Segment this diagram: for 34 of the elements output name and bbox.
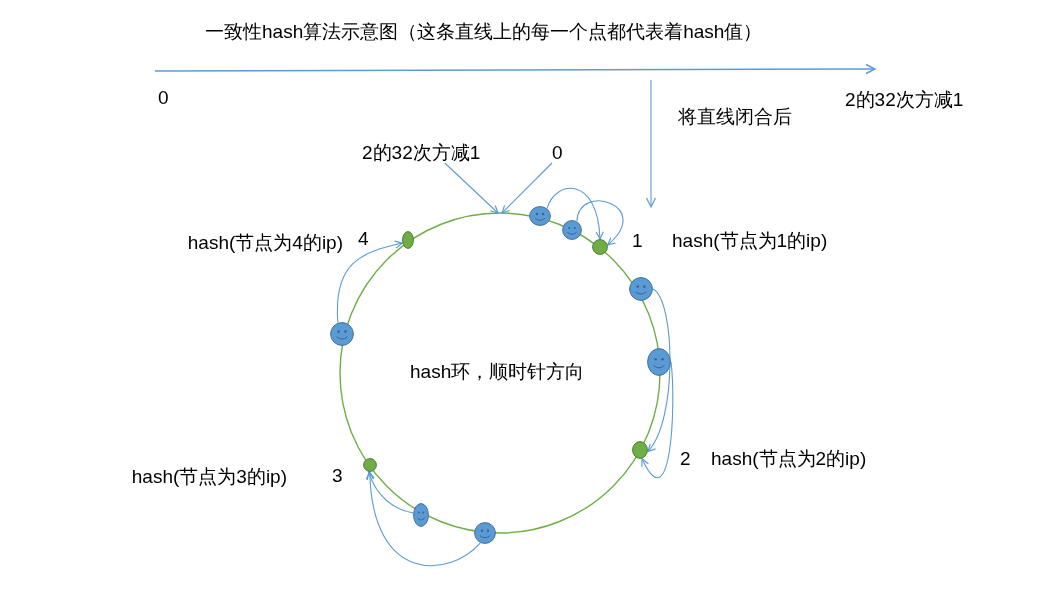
curved-arrow — [546, 187, 604, 240]
node-number: 2 — [680, 449, 691, 469]
pointer-arrow — [444, 162, 499, 214]
curved-arrow — [367, 471, 414, 514]
curved-arrow — [576, 200, 624, 246]
curved-arrow — [647, 288, 671, 453]
axis-label: 2的32次方减1 — [845, 90, 964, 110]
node-caption: hash(节点为1的ip) — [672, 231, 828, 251]
node-caption: hash(节点为4的ip) — [187, 233, 343, 253]
diagram-title: 一致性hash算法示意图（这条直线上的每一个点都代表着hash值） — [205, 22, 763, 42]
pointer-label: 2的32次方减1 — [362, 143, 481, 163]
pointer-arrow — [501, 162, 553, 214]
node-number: 3 — [332, 466, 343, 486]
node-number: 1 — [632, 231, 643, 251]
node-caption: hash(节点为3的ip) — [131, 467, 287, 487]
smiley-face-icon — [330, 322, 354, 346]
node-number: 4 — [358, 229, 369, 249]
smiley-face-icon — [413, 503, 429, 527]
smiley-face-icon — [562, 220, 582, 240]
annotation-text: 将直线闭合后 — [678, 107, 792, 127]
node-caption: hash(节点为2的ip) — [711, 449, 867, 469]
smiley-face-icon — [629, 277, 653, 301]
smiley-face-icon — [529, 206, 551, 226]
smiley-face-icon — [474, 522, 496, 544]
node-dot-icon — [363, 458, 377, 472]
axis-label: 0 — [158, 88, 169, 108]
pointer-label: 0 — [552, 143, 563, 163]
node-dot-icon — [402, 231, 414, 249]
node-dot-icon — [632, 441, 648, 459]
curved-arrow — [366, 471, 481, 567]
ring-label: hash环，顺时针方向 — [410, 362, 585, 382]
smiley-face-icon — [647, 348, 671, 376]
curved-arrow — [336, 240, 403, 324]
node-dot-icon — [592, 239, 608, 255]
